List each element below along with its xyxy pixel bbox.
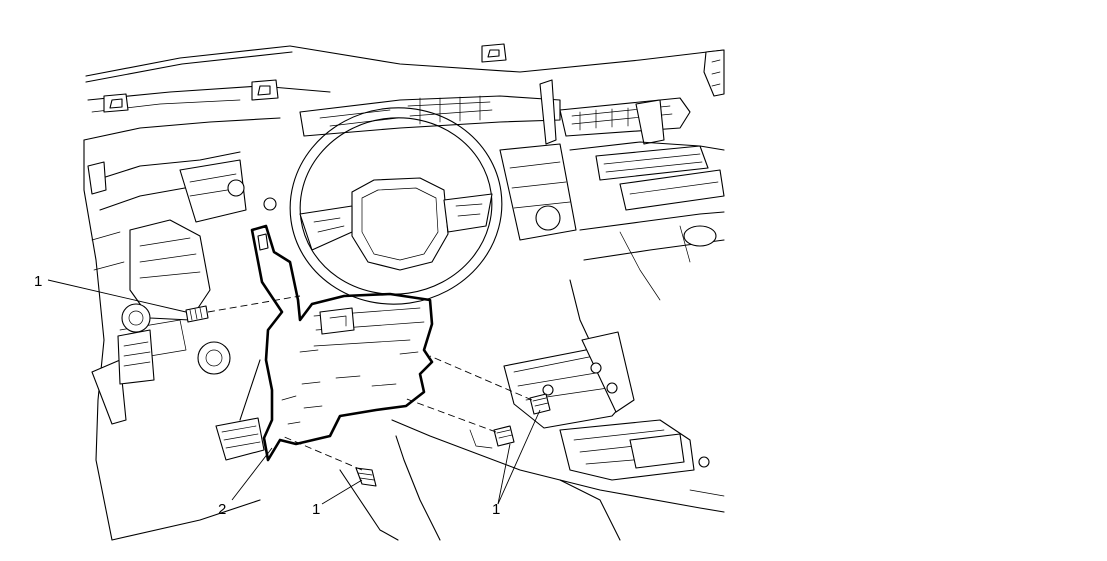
callout-1-left: 1: [34, 273, 42, 290]
bracket: [250, 224, 434, 462]
steering-wheel: [289, 107, 503, 305]
bolt-right-upper: [429, 355, 551, 415]
left-dash-side: [83, 139, 241, 541]
bolt-right-lower: [403, 397, 515, 447]
callout-1-right: 1: [492, 501, 500, 518]
bolt-lower-center: [281, 435, 377, 487]
floor-and-console: [111, 419, 725, 541]
callout-1-center: 1: [312, 501, 320, 518]
callout-2: 2: [218, 501, 226, 518]
center-dash-structure: [499, 141, 725, 371]
pedal-and-column-area: [121, 159, 277, 461]
leader-lines: [47, 279, 541, 505]
dash-upper-structure: [83, 43, 725, 141]
bolt-left-upper: [185, 295, 301, 323]
defroster-duct: [299, 79, 691, 145]
